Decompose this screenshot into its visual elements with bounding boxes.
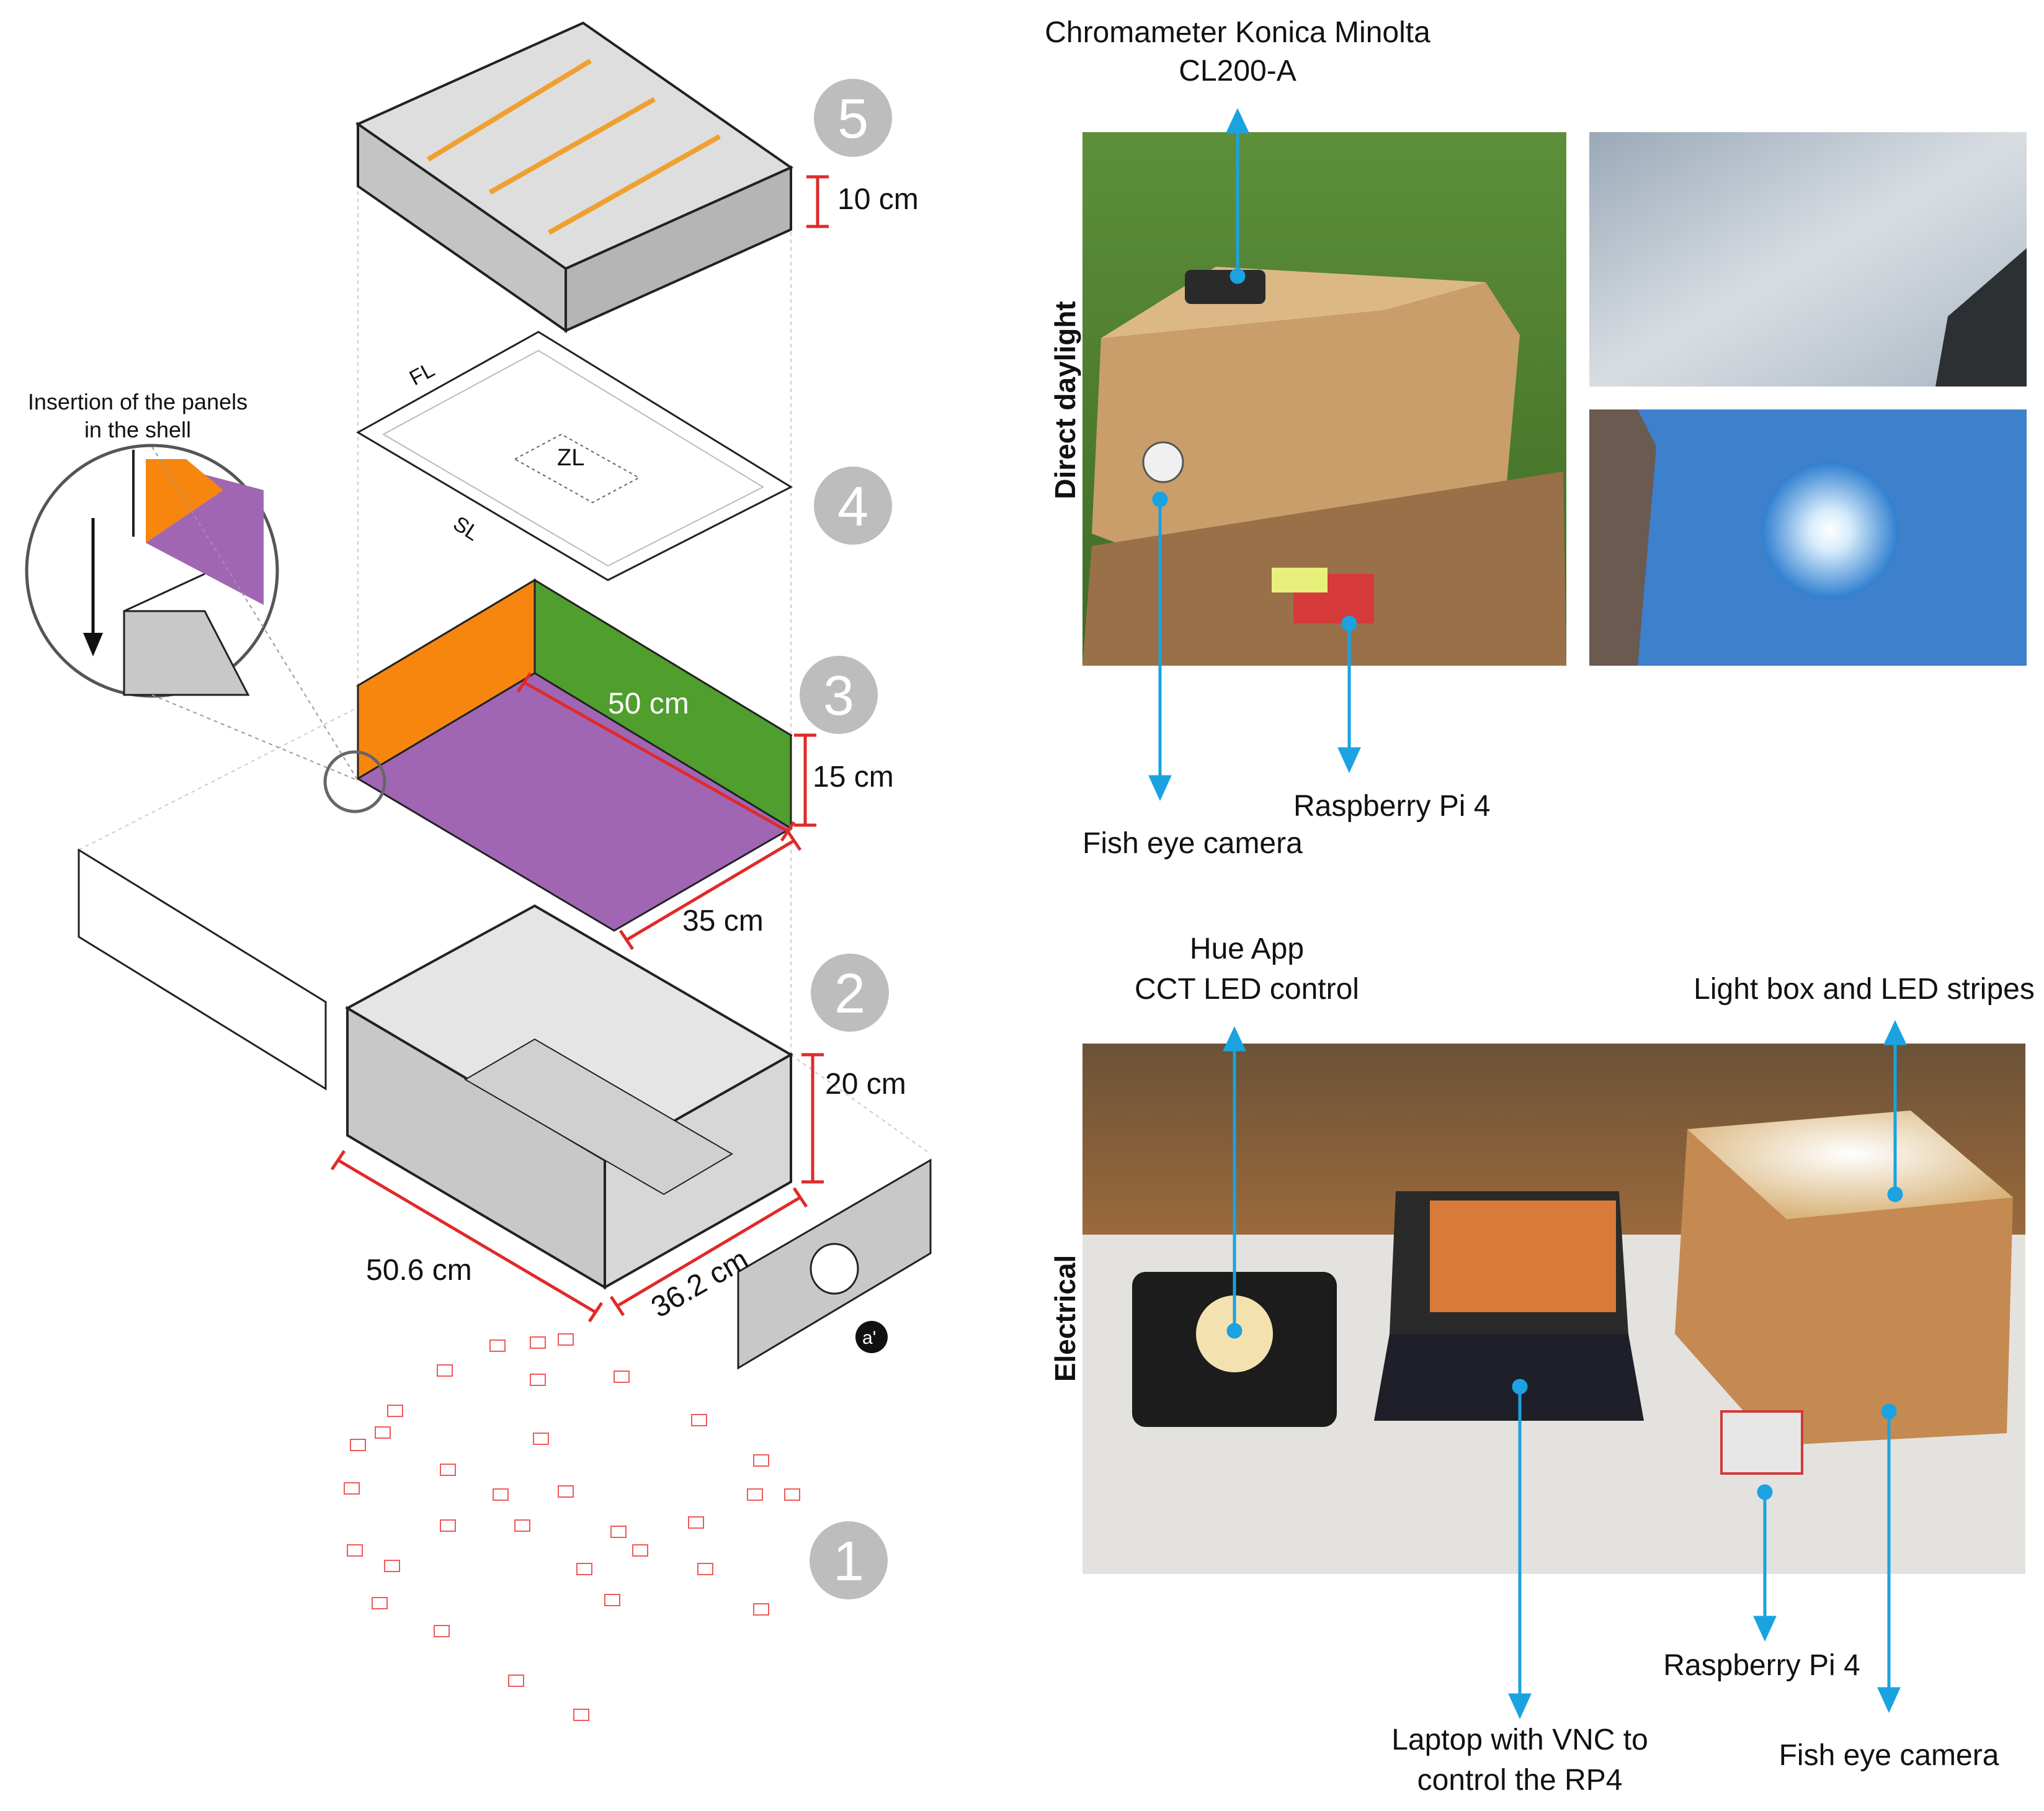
guide-lines <box>78 124 931 1179</box>
sky-photo-clear-building <box>1589 409 1656 666</box>
electrical-side-label: Electrical <box>1049 1255 1081 1382</box>
layer-4-panel-sheet: FL ZL SL <box>355 331 793 581</box>
part-marker: a' <box>862 1328 876 1348</box>
inset-line-2: in the shell <box>84 417 191 442</box>
sky-photo-clear-sun <box>1762 462 1898 599</box>
chromameter-label-1: Chromameter Konica Minolta <box>1045 16 1430 49</box>
layer-number-2: 2 <box>834 963 865 1025</box>
panel-label-sl: SL <box>449 512 484 546</box>
sky-photo-overcast-building <box>1935 248 2027 387</box>
layer-2-shell: a' <box>78 848 932 1370</box>
panel-label-zl: ZL <box>557 445 584 471</box>
laptop-label-1: Laptop with VNC to <box>1391 1724 1648 1756</box>
layer-number-5: 5 <box>837 88 868 150</box>
layer-5-lid <box>355 21 794 333</box>
dim-panel-width: 35 cm <box>682 905 764 937</box>
hue-label-2: CCT LED control <box>1135 973 1359 1006</box>
layer-number-3: 3 <box>823 665 854 727</box>
layer-number-4: 4 <box>837 476 868 538</box>
dim-panel-height: 15 cm <box>813 761 894 794</box>
daylight-photo <box>1082 132 1566 666</box>
layer-1-brackets <box>344 1333 800 1721</box>
dim-shell-height: 20 cm <box>825 1068 906 1101</box>
daylight-fisheye-label: Fish eye camera <box>1082 827 1303 860</box>
lightbox-label: Light box and LED stripes <box>1694 973 2035 1006</box>
layer-3-panels <box>323 578 793 932</box>
panel-label-fl: FL <box>406 358 439 390</box>
electrical-fisheye-label: Fish eye camera <box>1779 1739 1999 1772</box>
dim-lid-height: 10 cm <box>837 183 919 216</box>
electrical-raspberry-label: Raspberry Pi 4 <box>1663 1649 1860 1682</box>
electrical-photo <box>1082 1044 2025 1574</box>
inset-line-1: Insertion of the panels <box>28 389 248 414</box>
insertion-inset: Insertion of the panels in the shell <box>25 389 359 781</box>
chromameter-label-2: CL200-A <box>1179 55 1296 87</box>
daylight-side-label: Direct daylight <box>1049 301 1081 499</box>
dim-shell-length: 50.6 cm <box>366 1254 472 1287</box>
hue-label-1: Hue App <box>1190 932 1304 965</box>
layer-number-circles: 5 4 3 2 1 <box>800 79 892 1599</box>
pointer-arrows <box>1148 108 1907 1720</box>
laptop-label-2: control the RP4 <box>1417 1764 1623 1797</box>
dim-panel-length: 50 cm <box>608 687 689 720</box>
layer-number-1: 1 <box>833 1531 864 1593</box>
daylight-raspberry-label: Raspberry Pi 4 <box>1293 790 1490 823</box>
dimension-lines <box>330 175 829 1323</box>
